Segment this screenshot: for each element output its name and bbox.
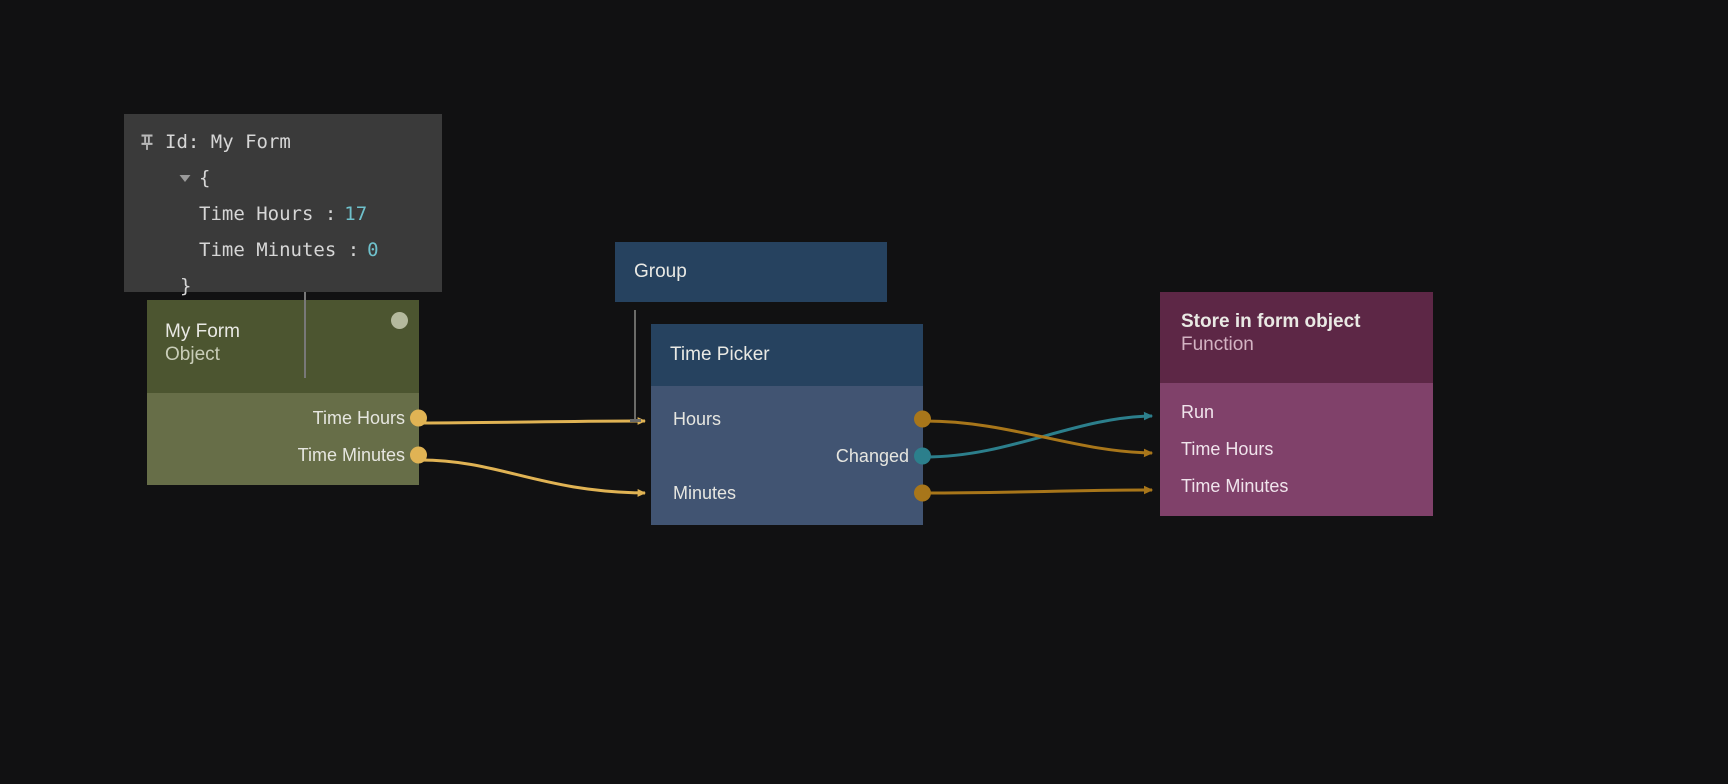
node-store-in-form-object[interactable]: Store in form object Function Run Time H… xyxy=(1160,292,1433,516)
inspector-tree-guide-line xyxy=(304,292,306,378)
inspector-brace-open-row[interactable]: { xyxy=(124,160,442,196)
node-store-header[interactable]: Store in form object Function xyxy=(1160,292,1433,383)
inspector-popup[interactable]: Id: My Form { Time Hours : 17 Time Minut… xyxy=(124,114,442,378)
wire-myform-minutes-to-timepicker-minutes xyxy=(419,458,646,497)
inspector-key-time-hours: Time Hours : xyxy=(199,203,337,225)
node-my-form-header[interactable]: My Form Object xyxy=(147,300,419,393)
inspector-brace-close-row: } xyxy=(124,268,442,304)
wire-timepicker-minutes-to-store-timeminutes xyxy=(924,485,1154,495)
node-time-picker-header[interactable]: Time Picker xyxy=(651,324,923,386)
port-label-store-time-hours: Time Hours xyxy=(1181,438,1274,459)
node-my-form[interactable]: My Form Object Time Hours Time Minutes xyxy=(147,300,427,485)
port-row-input-minutes[interactable]: Minutes xyxy=(651,474,931,511)
port-label-minutes: Minutes xyxy=(673,482,737,503)
port-row-input-store-time-hours[interactable]: Time Hours xyxy=(1160,430,1433,467)
node-store-body: Run Time Hours Time Minutes xyxy=(1160,383,1433,516)
inspector-value-time-minutes: 0 xyxy=(367,239,379,261)
node-time-picker[interactable]: Time Picker Hours Changed Minutes xyxy=(651,324,931,525)
wire-timepicker-changed-to-store-run xyxy=(924,411,1154,459)
port-row-output-time-hours[interactable]: Time Hours xyxy=(147,399,427,436)
group-connector-stem xyxy=(634,310,636,422)
node-my-form-title: My Form xyxy=(165,321,240,342)
inspector-title: Id: My Form xyxy=(165,131,291,153)
port-row-input-store-time-minutes[interactable]: Time Minutes xyxy=(1160,467,1433,504)
node-time-picker-body: Hours Changed Minutes xyxy=(651,386,931,525)
port-row-input-run[interactable]: Run xyxy=(1160,393,1433,430)
port-label-time-hours: Time Hours xyxy=(312,407,405,428)
port-dot-minutes-out[interactable] xyxy=(914,484,931,501)
node-my-form-subtitle: Object xyxy=(165,344,220,365)
node-my-form-body: Time Hours Time Minutes xyxy=(147,393,427,485)
inspector-row-time-minutes: Time Minutes : 0 xyxy=(124,232,442,268)
port-label-hours: Hours xyxy=(673,408,722,429)
node-group[interactable]: Group xyxy=(615,242,887,302)
port-dot-time-hours[interactable] xyxy=(410,409,427,426)
port-label-store-time-minutes: Time Minutes xyxy=(1181,475,1289,496)
node-group-header[interactable]: Group xyxy=(615,242,887,302)
port-label-run: Run xyxy=(1181,401,1215,422)
inspector-row-time-hours: Time Hours : 17 xyxy=(124,196,442,232)
port-row-output-time-minutes[interactable]: Time Minutes xyxy=(147,436,427,473)
pushpin-icon[interactable] xyxy=(137,132,157,152)
inspector-key-time-minutes: Time Minutes : xyxy=(199,239,360,261)
port-dot-changed[interactable] xyxy=(914,447,931,464)
group-connector-tick xyxy=(630,419,641,422)
port-row-output-changed[interactable]: Changed xyxy=(651,437,931,474)
port-row-input-hours[interactable]: Hours xyxy=(651,400,931,437)
inspector-title-row: Id: My Form xyxy=(124,124,442,160)
wire-myform-hours-to-timepicker-hours xyxy=(419,417,646,425)
inspector-brace-close: } xyxy=(180,275,192,297)
port-label-changed: Changed xyxy=(835,445,909,466)
inspector-value-time-hours: 17 xyxy=(344,203,368,225)
node-store-title: Store in form object xyxy=(1181,311,1361,332)
port-dot-time-minutes[interactable] xyxy=(410,446,427,463)
inspector-brace-open: { xyxy=(199,167,211,189)
wire-timepicker-hours-to-store-timehours xyxy=(924,419,1154,458)
node-store-subtitle: Function xyxy=(1181,334,1254,355)
triangle-down-icon[interactable] xyxy=(177,170,193,186)
port-dot-hours-out[interactable] xyxy=(914,410,931,427)
status-dot-icon xyxy=(391,312,408,329)
port-label-time-minutes: Time Minutes xyxy=(297,444,405,465)
node-time-picker-title: Time Picker xyxy=(670,344,770,365)
node-group-title: Group xyxy=(634,261,687,282)
